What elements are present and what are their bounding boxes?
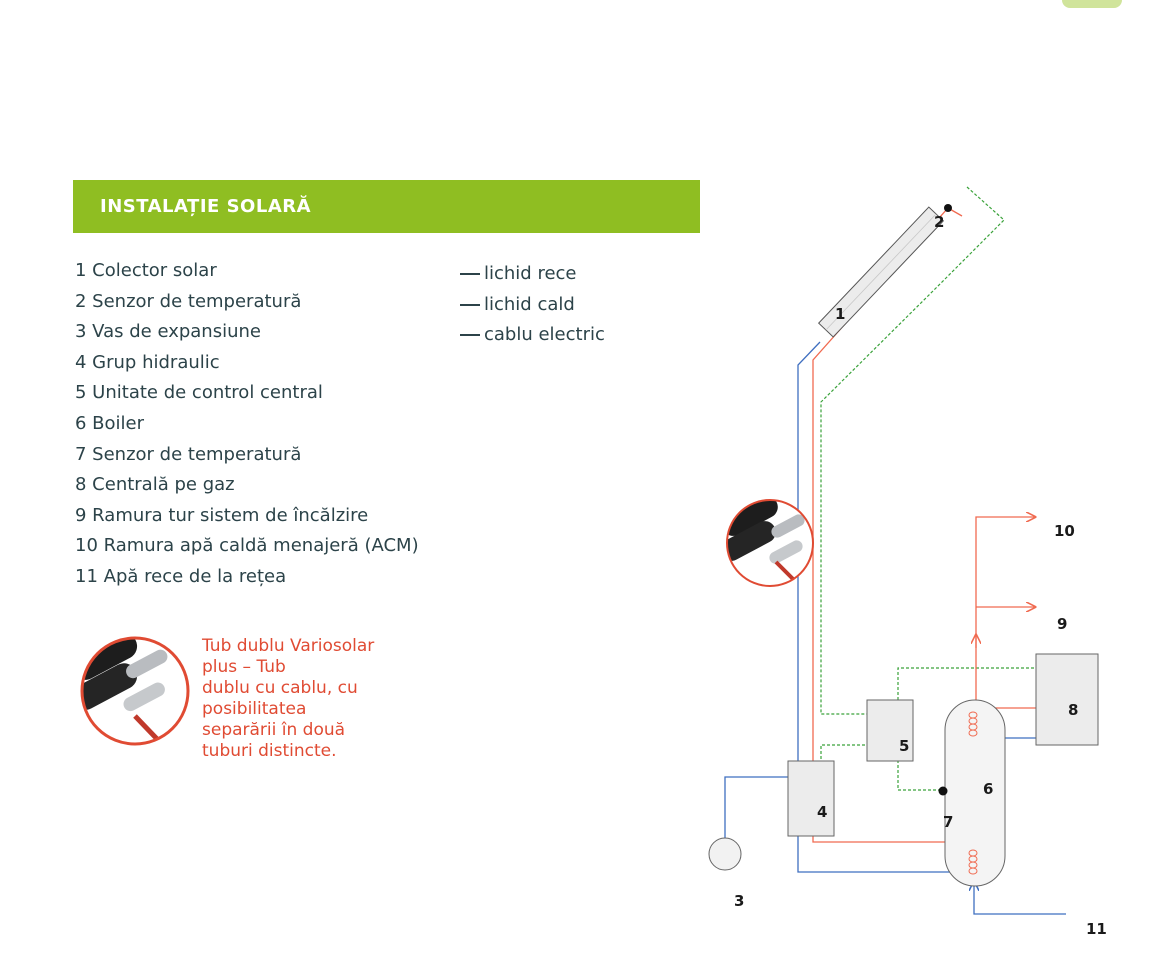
sensor-dot-top <box>944 204 952 212</box>
legend-item: 5 Unitate de control central <box>75 382 323 404</box>
legend-item: 8 Centrală pe gaz <box>75 474 235 496</box>
pipe-caption: Tub dublu Variosolar plus – Tub dublu cu… <box>202 636 375 761</box>
label-sensor-top: 2 <box>934 213 944 231</box>
label-heating-line: 9 <box>1057 615 1067 633</box>
label-boiler: 6 <box>983 780 993 798</box>
solar-installation-diagram: 2 1 5 4 3 8 6 7 10 9 11 <box>708 186 1107 938</box>
double-pipe-illustration <box>80 636 190 746</box>
corner-decoration <box>1062 0 1122 8</box>
legend-item: 1 Colector solar <box>75 260 217 281</box>
gas-boiler-box <box>1035 653 1099 746</box>
legend-item: 10 Ramura apă caldă menajeră (ACM) <box>75 535 419 557</box>
legend-item: 4 Grup hidraulic <box>75 351 220 373</box>
detail-ring <box>726 499 814 587</box>
legend-item: 2 Senzor de temperatură <box>75 290 302 312</box>
label-hot-water-line: 10 <box>1054 522 1075 540</box>
line-legend-electric: cablu electric <box>460 320 605 351</box>
label-collector: 1 <box>835 305 845 323</box>
label-control-unit: 5 <box>899 737 909 755</box>
legend-item: 9 Ramura tur sistem de încălzire <box>75 504 369 526</box>
solar-collector <box>817 206 945 338</box>
upper-coil-icon <box>968 711 978 737</box>
legend-item: 7 Senzor de temperatură <box>75 443 302 465</box>
legend-item: 3 Vas de expansiune <box>75 321 261 343</box>
control-unit-box <box>866 699 914 762</box>
label-gas-boiler: 8 <box>1068 701 1078 719</box>
section-title: INSTALAȚIE SOLARĂ <box>100 196 312 217</box>
label-hydraulic-group: 4 <box>817 803 827 821</box>
section-header: INSTALAȚIE SOLARĂ <box>73 180 700 233</box>
lower-coil-icon <box>968 849 978 875</box>
line-legend-label: lichid cald <box>484 293 575 315</box>
label-sensor-boiler: 7 <box>943 813 953 831</box>
line-legend-cold: lichid rece <box>460 259 605 290</box>
legend-item: 6 Boiler <box>75 412 145 434</box>
double-pipe-detail <box>727 500 813 586</box>
component-legend: 1 Colector solar 2 Senzor de temperatură… <box>75 259 419 596</box>
line-legend-label: cablu electric <box>484 324 605 346</box>
dash-icon <box>460 303 480 306</box>
electric-cable <box>820 186 1036 791</box>
boiler-tank <box>944 699 1006 887</box>
expansion-vessel <box>708 837 742 871</box>
line-legend-hot: lichid cald <box>460 290 605 321</box>
label-cold-water-inlet: 11 <box>1086 920 1107 938</box>
dash-icon <box>460 334 480 337</box>
cold-liquid-lines <box>724 341 1066 915</box>
line-type-legend: lichid rece lichid cald cablu electric <box>460 259 605 351</box>
dash-icon <box>460 273 480 276</box>
line-legend-label: lichid rece <box>484 263 577 285</box>
label-expansion-vessel: 3 <box>734 892 744 910</box>
legend-item: 11 Apă rece de la rețea <box>75 565 287 587</box>
sensor-dot-boiler <box>938 786 948 796</box>
hydraulic-group-box <box>787 760 835 837</box>
